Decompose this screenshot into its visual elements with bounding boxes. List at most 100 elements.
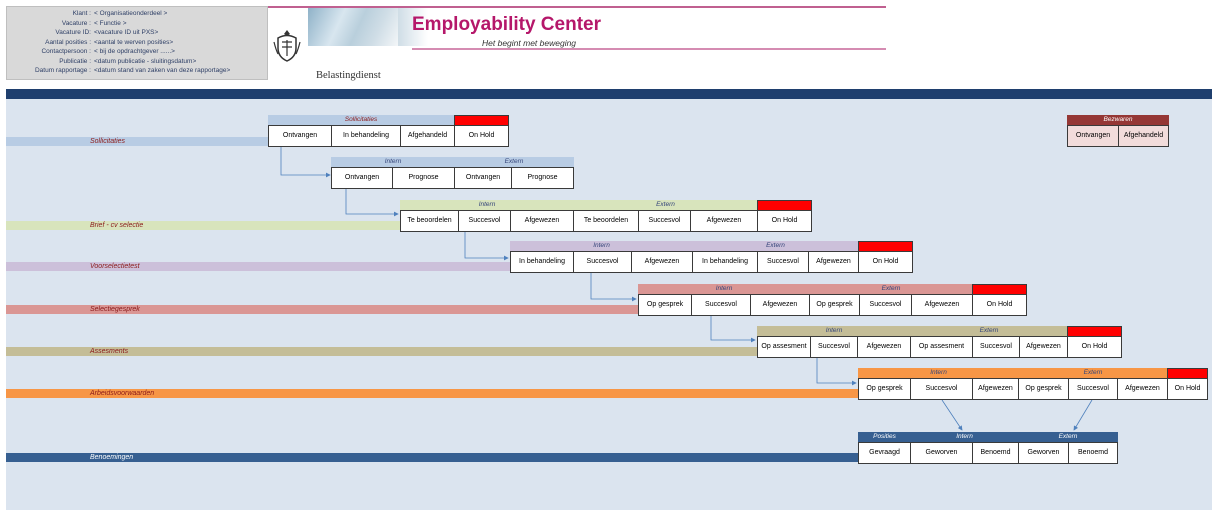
on-hold-flag xyxy=(757,200,812,210)
status-cell: Afgewezen xyxy=(1019,336,1068,358)
group-header: Extern xyxy=(1018,432,1118,442)
stage-benoemingen: Benoemingen xyxy=(6,453,858,462)
group-header: Extern xyxy=(1018,368,1168,378)
status-cell: Benoemd xyxy=(972,442,1019,464)
status-cell: Op gesprek xyxy=(1018,378,1069,400)
status-cell: On Hold xyxy=(1167,378,1208,400)
group-header: Extern xyxy=(692,241,859,251)
meta-key: Contactpersoon : xyxy=(41,48,91,55)
status-cell: Afgewezen xyxy=(750,294,810,316)
status-cell: Succesvol xyxy=(638,210,691,232)
status-cell: Succesvol xyxy=(573,251,632,273)
on-hold-flag xyxy=(972,284,1027,294)
stage-assesments: Assesments xyxy=(6,347,757,356)
brand-title: Employability Center xyxy=(412,14,601,35)
status-cell: Op assesment xyxy=(757,336,811,358)
group-header: Extern xyxy=(573,200,758,210)
status-cell: Afgehandeld xyxy=(400,125,455,147)
group-header: Intern xyxy=(858,368,1019,378)
meta-key: Publicatie : xyxy=(59,57,91,65)
meta-key: Aantal posities : xyxy=(45,38,91,46)
group-header: Extern xyxy=(809,284,973,294)
organisation-name: Belastingdienst xyxy=(316,70,381,81)
banner-photo xyxy=(308,8,398,46)
meta-row: Datum rapportage :<datum stand van zaken… xyxy=(7,67,267,75)
status-cell: Geworven xyxy=(1018,442,1069,464)
status-cell: Benoemd xyxy=(1068,442,1118,464)
status-cell: Prognose xyxy=(511,167,574,189)
status-cell: Afgewezen xyxy=(1117,378,1168,400)
status-cell: Succesvol xyxy=(691,294,751,316)
meta-panel: Klant :< Organisatieonderdeel >Vacature … xyxy=(6,6,268,80)
status-cell: Geworven xyxy=(910,442,973,464)
meta-value: <aantal te werven posities> xyxy=(94,38,174,46)
status-cell: On Hold xyxy=(757,210,812,232)
brand-banner: Employability Center Het begint met bewe… xyxy=(268,6,886,82)
group-header: Extern xyxy=(454,157,574,167)
crest-icon xyxy=(273,30,301,62)
group-header: Posities xyxy=(858,432,911,442)
on-hold-flag xyxy=(858,241,913,251)
status-cell: Succesvol xyxy=(972,336,1020,358)
meta-row: Publicatie :<datum publicatie - sluiting… xyxy=(7,58,267,66)
status-cell: On Hold xyxy=(858,251,913,273)
group-header: Intern xyxy=(400,200,574,210)
meta-value: < Organisatieonderdeel > xyxy=(94,10,168,17)
status-cell: Afgewezen xyxy=(857,336,911,358)
meta-key: Klant : xyxy=(72,10,91,17)
meta-value: <vacature ID uit PXS> xyxy=(94,29,159,36)
meta-row: Aantal posities :<aantal te werven posit… xyxy=(7,39,267,47)
status-cell: Ontvangen xyxy=(454,167,512,189)
meta-key: Vacature ID: xyxy=(55,29,91,36)
status-cell: Afgewezen xyxy=(690,210,758,232)
meta-value: <datum stand van zaken van deze rapporta… xyxy=(94,67,231,74)
status-cell: On Hold xyxy=(1067,336,1122,358)
status-cell: Succesvol xyxy=(810,336,858,358)
header-divider-bar xyxy=(6,89,1212,99)
status-cell: Afgewezen xyxy=(631,251,693,273)
group-header: Extern xyxy=(910,326,1068,336)
status-cell: Succesvol xyxy=(757,251,809,273)
status-cell: Te beoordelen xyxy=(573,210,639,232)
status-cell: Succesvol xyxy=(859,294,912,316)
meta-key: Datum rapportage : xyxy=(34,67,91,74)
status-cell: Succesvol xyxy=(1068,378,1118,400)
meta-key: Vacature : xyxy=(61,19,91,27)
status-cell: Afgehandeld xyxy=(1118,125,1169,147)
group-header: Intern xyxy=(510,241,693,251)
brand-subtitle: Het begint met beweging xyxy=(482,38,577,48)
status-cell: Ontvangen xyxy=(268,125,332,147)
status-cell: In behandeling xyxy=(510,251,574,273)
stage-sollicitaties: Sollicitaties xyxy=(6,137,268,146)
on-hold-flag xyxy=(1067,326,1122,336)
group-header: Intern xyxy=(331,157,455,167)
group-header: Intern xyxy=(638,284,810,294)
status-cell: Succesvol xyxy=(458,210,511,232)
status-cell: Op gesprek xyxy=(858,378,911,400)
meta-row: Contactpersoon :< bij de opdrachtgever .… xyxy=(7,48,267,56)
status-cell: On Hold xyxy=(972,294,1027,316)
on-hold-flag xyxy=(454,115,509,125)
meta-row: Vacature :< Functie > xyxy=(7,20,267,28)
status-cell: Afgewezen xyxy=(911,294,973,316)
group-header: Bezwaren xyxy=(1067,115,1169,125)
status-cell: Ontvangen xyxy=(331,167,393,189)
group-header: Sollicitaties xyxy=(268,115,454,125)
status-cell: Op assesment xyxy=(910,336,973,358)
meta-value: < bij de opdrachtgever ......> xyxy=(94,48,175,55)
stage-brief: Brief - cv selectie xyxy=(6,221,400,230)
status-cell: Afgewezen xyxy=(510,210,574,232)
stage-selectie: Selectiegesprek xyxy=(6,305,638,314)
stage-voorselectie: Voorselectietest xyxy=(6,262,510,271)
group-header: Intern xyxy=(757,326,911,336)
stage-arbeid: Arbeidsvoorwaarden xyxy=(6,389,858,398)
status-cell: On Hold xyxy=(454,125,509,147)
status-cell: Gevraagd xyxy=(858,442,911,464)
group-header: Intern xyxy=(910,432,1019,442)
status-cell: Afgewezen xyxy=(972,378,1019,400)
meta-value: <datum publicatie - sluitingsdatum> xyxy=(94,57,197,65)
status-cell: In behandeling xyxy=(331,125,401,147)
status-cell: Prognose xyxy=(392,167,455,189)
meta-row: Klant :< Organisatieonderdeel > xyxy=(7,10,267,18)
meta-row: Vacature ID:<vacature ID uit PXS> xyxy=(7,29,267,37)
